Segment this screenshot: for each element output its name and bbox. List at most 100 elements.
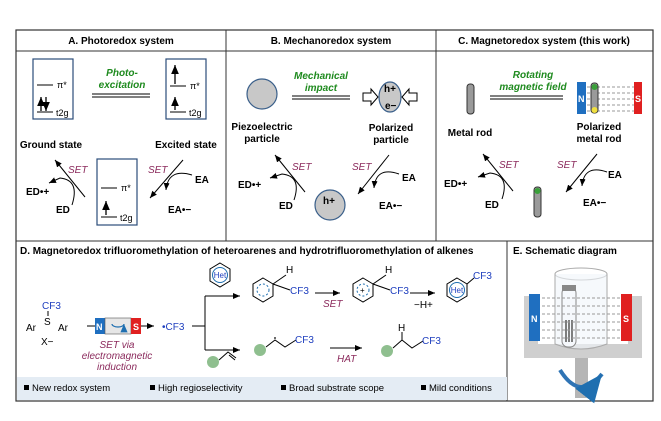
- cation-charge: +: [360, 286, 365, 295]
- field-lines: [542, 297, 620, 339]
- ground-state-label: Ground state: [20, 140, 83, 151]
- set-label: SET: [499, 160, 519, 171]
- ed-label: ED: [279, 201, 293, 212]
- reagent-sulfur: S: [44, 317, 51, 328]
- set-arrow-right: [149, 159, 184, 199]
- particle-label: particle: [244, 134, 280, 145]
- polarized-label: Polarized: [369, 123, 413, 134]
- set-label: SET: [323, 299, 343, 310]
- panel-d: D. Magnetoredox trifluoromethylation of …: [17, 246, 507, 400]
- panel-b-title: B. Mechanoredox system: [271, 36, 392, 47]
- set-label: SET: [148, 165, 168, 176]
- piezoelectric-label: Piezoelectric: [231, 122, 293, 133]
- feature-item: New redox system: [32, 383, 110, 394]
- bullet-icon: [150, 385, 155, 390]
- bullet-icon: [421, 385, 426, 390]
- magnet-south: [621, 294, 632, 341]
- piezoelectric-particle: [246, 78, 278, 110]
- hat-label: HAT: [337, 354, 357, 365]
- figure-frame: [15, 29, 654, 402]
- set-arrow-left: [274, 154, 306, 193]
- metal-rod-label: Metal rod: [448, 128, 492, 139]
- magnet-north: [95, 318, 105, 334]
- panel-d-title: D. Magnetoredox trifluoromethylation of …: [20, 246, 474, 257]
- set-arrow-right: [565, 153, 598, 193]
- cf3-radical: •CF3: [162, 322, 185, 333]
- substituent-dot: [381, 345, 393, 357]
- ed-oxidized-label: ED•+: [444, 179, 467, 190]
- cf3-label: CF3: [390, 286, 409, 297]
- ground-state-box: [32, 58, 74, 120]
- bullet-icon: [281, 385, 286, 390]
- induction-label-1: SET via: [99, 340, 134, 351]
- panel-e-title: E. Schematic diagram: [513, 246, 617, 257]
- features-bar: [17, 377, 507, 400]
- ed-oxidized-label: ED•+: [26, 187, 49, 198]
- north-label: N: [96, 322, 103, 332]
- cf3-label: CF3: [290, 286, 309, 297]
- feature-item: High regioselectivity: [158, 383, 243, 394]
- pi-star-label: π*: [57, 80, 67, 90]
- polarized-label: Polarized: [577, 122, 621, 133]
- oxidized-rod: [533, 186, 542, 218]
- t2g-label: t2g: [56, 108, 69, 118]
- magnet-south: [634, 82, 642, 114]
- rotation-icon: [111, 323, 128, 333]
- compression-arrow-right: [401, 87, 418, 107]
- rotation-shaft: [575, 358, 588, 398]
- induction-label-3: induction: [97, 362, 137, 373]
- rotating-field-label-2: magnetic field: [499, 82, 567, 93]
- photoexcitation-label-2: excitation: [99, 80, 146, 91]
- set-arrow-left: [482, 153, 514, 192]
- radical-intermediate-ring: [252, 277, 274, 303]
- north-label: N: [578, 94, 585, 104]
- mechanical-impact-label-2: impact: [305, 83, 338, 94]
- het-label: Het: [214, 271, 227, 280]
- mechanical-impact-label-1: Mechanical: [294, 71, 348, 82]
- reagent-counterion: X−: [41, 337, 54, 348]
- magnet-north: [577, 82, 586, 114]
- polarized-particle: [378, 81, 402, 113]
- ea-reduced-label: EA•−: [379, 201, 402, 212]
- ea-label: EA: [402, 173, 416, 184]
- south-label: S: [133, 322, 139, 332]
- reagent-aryl-right: Ar: [58, 323, 69, 334]
- pi-star-label: π*: [190, 81, 200, 91]
- electron-label: e−: [385, 101, 397, 112]
- set-label: SET: [68, 165, 88, 176]
- oxidized-particle: [314, 189, 346, 221]
- reagent-cf3: CF3: [42, 301, 61, 312]
- set-label: SET: [557, 160, 577, 171]
- ea-label: EA: [195, 175, 209, 186]
- ea-reduced-label: EA•−: [583, 198, 606, 209]
- metal-rod-label-2: metal rod: [576, 134, 621, 145]
- panel-a: π* t2g Photo- excitation π* t2g Ground s…: [20, 58, 217, 226]
- h-label: H: [385, 265, 392, 276]
- pi-star-label: π*: [121, 183, 131, 193]
- feature-item: Broad substrate scope: [289, 383, 384, 394]
- cf3-label: CF3: [422, 336, 441, 347]
- t2g-label: t2g: [120, 213, 133, 223]
- h-label: H: [286, 265, 293, 276]
- negative-pole: [591, 107, 598, 113]
- cf3-label: CF3: [295, 335, 314, 346]
- feature-item: Mild conditions: [429, 383, 492, 394]
- panel-c: Rotating magnetic field N S Metal rod Po…: [444, 70, 642, 218]
- positive-pole: [591, 84, 598, 90]
- substituent-dot: [207, 356, 219, 368]
- south-label: S: [623, 314, 629, 324]
- alkene-icon: [228, 354, 236, 361]
- panel-a-title: A. Photoredox system: [68, 36, 174, 47]
- panel-c-title: C. Magnetoredox system (this work): [458, 36, 630, 47]
- h-label: H: [398, 323, 405, 334]
- tube-cap: [562, 285, 576, 291]
- minus-h-label: −H+: [414, 300, 433, 311]
- ed-label: ED: [56, 205, 70, 216]
- magnet-south: [131, 318, 141, 334]
- ea-reduced-label: EA•−: [168, 205, 191, 216]
- set-label: SET: [352, 162, 372, 173]
- het-label: Het: [451, 286, 464, 295]
- t2g-label: t2g: [189, 108, 202, 118]
- panel-b: Mechanical impact h+ e− Piezoelectric pa…: [231, 71, 418, 221]
- radical-dot: [274, 337, 276, 339]
